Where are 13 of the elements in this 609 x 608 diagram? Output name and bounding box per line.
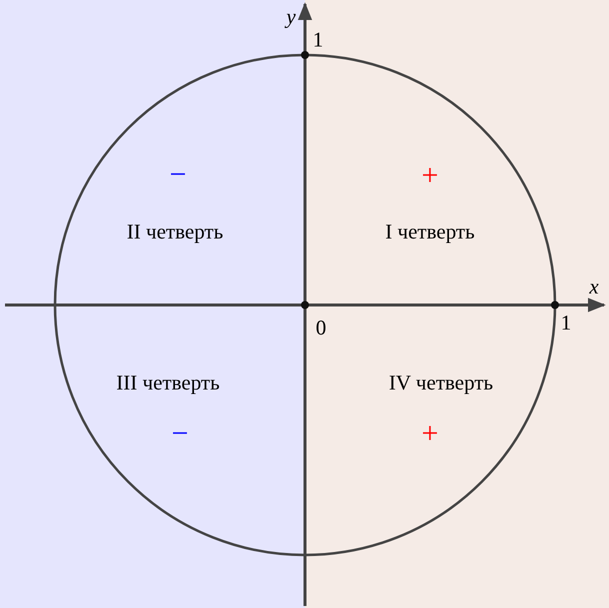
quadrant-label: III четверть bbox=[116, 372, 220, 394]
quadrant-label: IV четверть bbox=[388, 372, 494, 394]
tick-label: 0 bbox=[316, 318, 326, 338]
quadrant-label: II четверть bbox=[126, 222, 224, 242]
tick-label: 1 bbox=[312, 30, 324, 50]
plus-sign: + bbox=[422, 161, 438, 191]
minus-sign: − bbox=[170, 160, 186, 190]
plus-sign: + bbox=[422, 419, 438, 449]
axis-label: y bbox=[286, 6, 296, 28]
quadrant-label: I четверть bbox=[385, 222, 475, 242]
minus-sign: − bbox=[172, 419, 188, 449]
tick-label: 1 bbox=[560, 312, 572, 334]
axis-label: x bbox=[589, 276, 599, 298]
